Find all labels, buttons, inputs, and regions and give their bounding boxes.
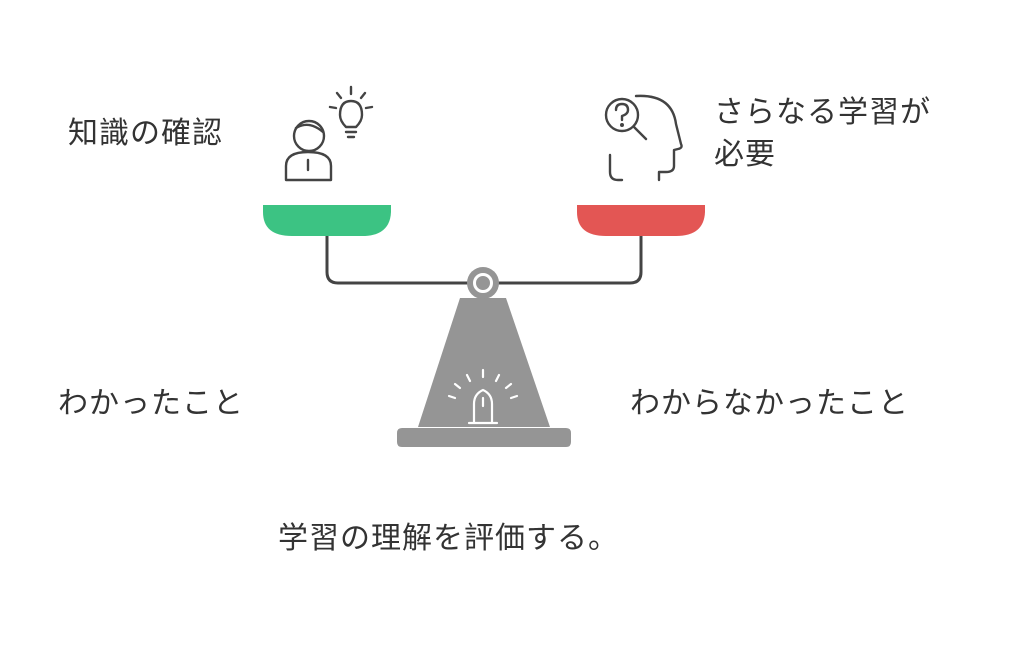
label-understood: わかったこと (58, 386, 244, 421)
scale-pivot (467, 267, 499, 299)
person-lightbulb-icon (284, 85, 374, 182)
label-not-understood: わからなかったこと (630, 386, 909, 421)
label-more-study-line1: さらなる学習が (714, 95, 931, 130)
label-knowledge-check: 知識の確認 (68, 116, 223, 151)
head-question-icon (604, 94, 683, 182)
left-pan (263, 205, 391, 236)
scale-pivot-inner (473, 273, 493, 293)
label-more-study-needed: さらなる学習が 必要 (714, 92, 931, 176)
right-pan (577, 205, 705, 236)
warning-light-icon (447, 368, 519, 425)
label-summary: 学習の理解を評価する。 (278, 521, 619, 556)
scale-stand (418, 298, 550, 427)
scale-base (397, 428, 571, 447)
label-more-study-line2: 必要 (714, 137, 776, 172)
